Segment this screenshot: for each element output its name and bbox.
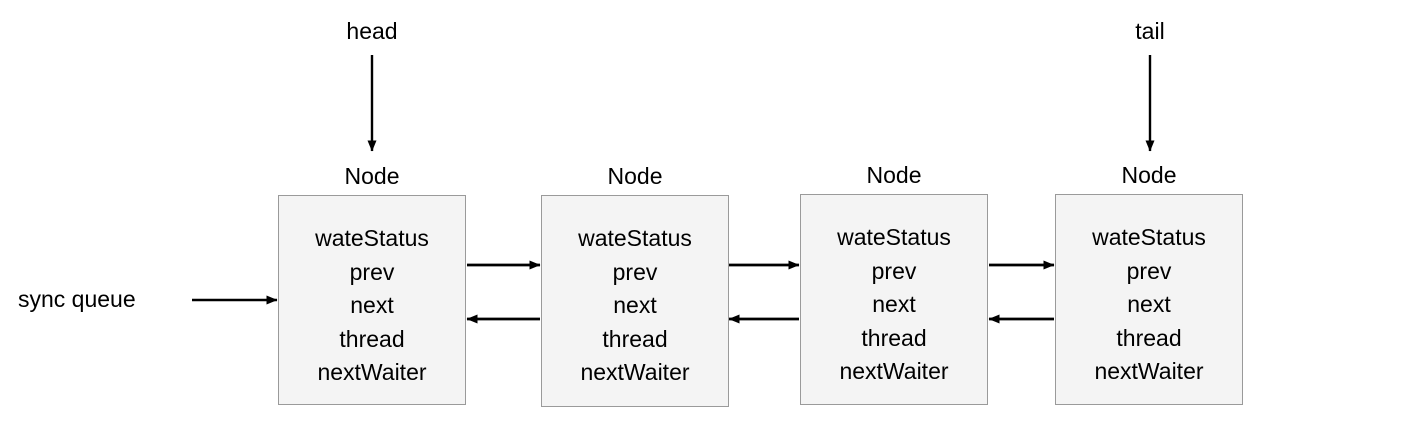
- node-field-next: next: [1127, 291, 1171, 317]
- node-field-wateStatus: wateStatus: [578, 225, 692, 251]
- tail-pointer-label: tail: [1135, 18, 1165, 44]
- node-fields-0: wateStatus prev next thread nextWaiter: [278, 222, 466, 390]
- sync-queue-label: sync queue: [18, 286, 136, 312]
- node-field-prev: prev: [871, 257, 917, 284]
- node-fields-3: wateStatus prev next thread nextWaiter: [1055, 221, 1243, 389]
- node-field-wateStatus: wateStatus: [837, 224, 951, 250]
- node-field-thread: thread: [339, 325, 405, 352]
- node-field-nextWaiter: nextWaiter: [317, 359, 427, 385]
- node-field-thread: thread: [861, 324, 927, 351]
- node-field-prev: prev: [612, 258, 658, 285]
- node-box-3[interactable]: [1055, 194, 1243, 405]
- node-box-2[interactable]: [800, 194, 988, 405]
- node-caption-1: Node: [607, 163, 663, 189]
- node-field-nextWaiter: nextWaiter: [1094, 358, 1204, 384]
- node-caption-2: Node: [866, 162, 922, 188]
- node-field-next: next: [872, 291, 916, 317]
- node-field-nextWaiter: nextWaiter: [839, 358, 949, 384]
- node-box-1[interactable]: [541, 195, 729, 407]
- head-pointer-label: head: [346, 18, 398, 44]
- node-field-prev: prev: [349, 258, 395, 285]
- node-field-prev: prev: [1126, 257, 1172, 284]
- node-field-next: next: [350, 292, 394, 318]
- node-field-wateStatus: wateStatus: [1092, 224, 1206, 250]
- node-caption-0: Node: [344, 163, 400, 189]
- node-field-next: next: [613, 292, 657, 318]
- node-box-0[interactable]: [278, 195, 466, 405]
- node-field-thread: thread: [1116, 324, 1182, 351]
- node-field-nextWaiter: nextWaiter: [580, 359, 690, 385]
- node-field-wateStatus: wateStatus: [315, 225, 429, 251]
- node-field-thread: thread: [602, 325, 668, 352]
- node-fields-1: wateStatus prev next thread nextWaiter: [541, 222, 729, 390]
- node-caption-3: Node: [1121, 162, 1177, 188]
- node-fields-2: wateStatus prev next thread nextWaiter: [800, 221, 988, 389]
